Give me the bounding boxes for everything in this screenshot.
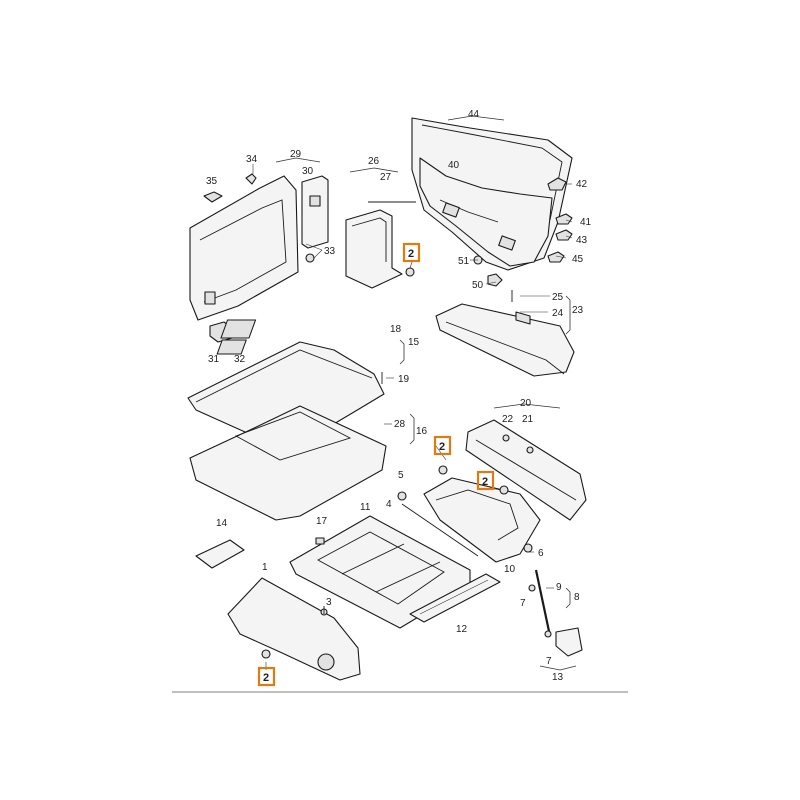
callout-40: 40 <box>448 160 460 171</box>
callout-43: 43 <box>576 235 588 246</box>
floor-pan <box>227 577 361 681</box>
callout-7a: 7 <box>520 598 526 609</box>
callout-45: 45 <box>572 254 584 265</box>
callout-50: 50 <box>472 280 484 291</box>
callout-11: 11 <box>360 502 371 513</box>
callout-30: 30 <box>302 166 314 177</box>
callout-6: 6 <box>538 548 544 559</box>
callout-12: 12 <box>456 624 468 635</box>
small-fasteners <box>315 372 479 614</box>
callout-17: 17 <box>316 516 328 527</box>
callout-7b: 7 <box>546 656 552 667</box>
callout-9: 9 <box>556 582 562 593</box>
callout-27: 27 <box>380 172 392 183</box>
floor-panel-lower <box>189 405 387 521</box>
callout-29: 29 <box>290 149 302 160</box>
callout-24: 24 <box>552 308 564 319</box>
callout-26: 26 <box>368 156 380 167</box>
svg-text:2: 2 <box>408 248 414 260</box>
callout-22: 22 <box>502 414 514 425</box>
callout-10: 10 <box>504 564 516 575</box>
svg-text:2: 2 <box>439 441 445 453</box>
callout-14: 14 <box>216 518 228 529</box>
storage-box <box>345 201 416 289</box>
callout-8: 8 <box>574 592 580 603</box>
svg-text:2: 2 <box>263 672 269 684</box>
callout-21: 21 <box>522 414 534 425</box>
highlight-box-tray-right[interactable]: 2 <box>476 470 495 491</box>
floor-panel-upper <box>187 319 385 445</box>
highlight-box-floor-pan[interactable]: 2 <box>257 666 276 687</box>
callout-42: 42 <box>576 179 588 190</box>
callout-19: 19 <box>398 374 410 385</box>
callout-4: 4 <box>386 499 392 510</box>
callout-25: 25 <box>552 292 564 303</box>
bracket-plate <box>195 539 245 569</box>
gas-strut-assembly <box>528 569 583 657</box>
callout-35: 35 <box>206 176 218 187</box>
left-side-trim <box>189 175 329 321</box>
highlight-box-storage-box[interactable]: 2 <box>402 242 421 263</box>
leader-lines <box>252 115 577 671</box>
callout-20: 20 <box>520 398 532 409</box>
callout-16: 16 <box>416 426 428 437</box>
callout-15: 15 <box>408 337 420 348</box>
callout-labels: 1 3 4 5 6 7 7 8 9 10 11 12 13 14 15 16 1… <box>206 109 592 683</box>
tailgate-frame <box>411 117 573 271</box>
svg-text:2: 2 <box>482 476 488 488</box>
callout-34: 34 <box>246 154 258 165</box>
floor-rail <box>409 573 501 623</box>
callout-31: 31 <box>208 354 220 365</box>
callout-3: 3 <box>326 597 332 608</box>
callout-23: 23 <box>572 305 584 316</box>
spare-wheel-tray <box>423 465 541 563</box>
callout-18: 18 <box>390 324 402 335</box>
luggage-cover <box>435 290 575 377</box>
callout-5: 5 <box>398 470 404 481</box>
callout-13: 13 <box>552 672 564 683</box>
callout-51: 51 <box>458 256 470 267</box>
callout-44: 44 <box>468 109 480 120</box>
callout-32: 32 <box>234 354 246 365</box>
callout-41: 41 <box>580 217 592 228</box>
callout-28: 28 <box>394 419 406 430</box>
callout-1: 1 <box>262 562 268 573</box>
highlighted-callouts: 2 2 2 2 <box>257 242 495 687</box>
highlight-box-tray-left[interactable]: 2 <box>433 435 452 456</box>
rear-panel-trim <box>465 419 587 521</box>
callout-33: 33 <box>324 246 336 257</box>
